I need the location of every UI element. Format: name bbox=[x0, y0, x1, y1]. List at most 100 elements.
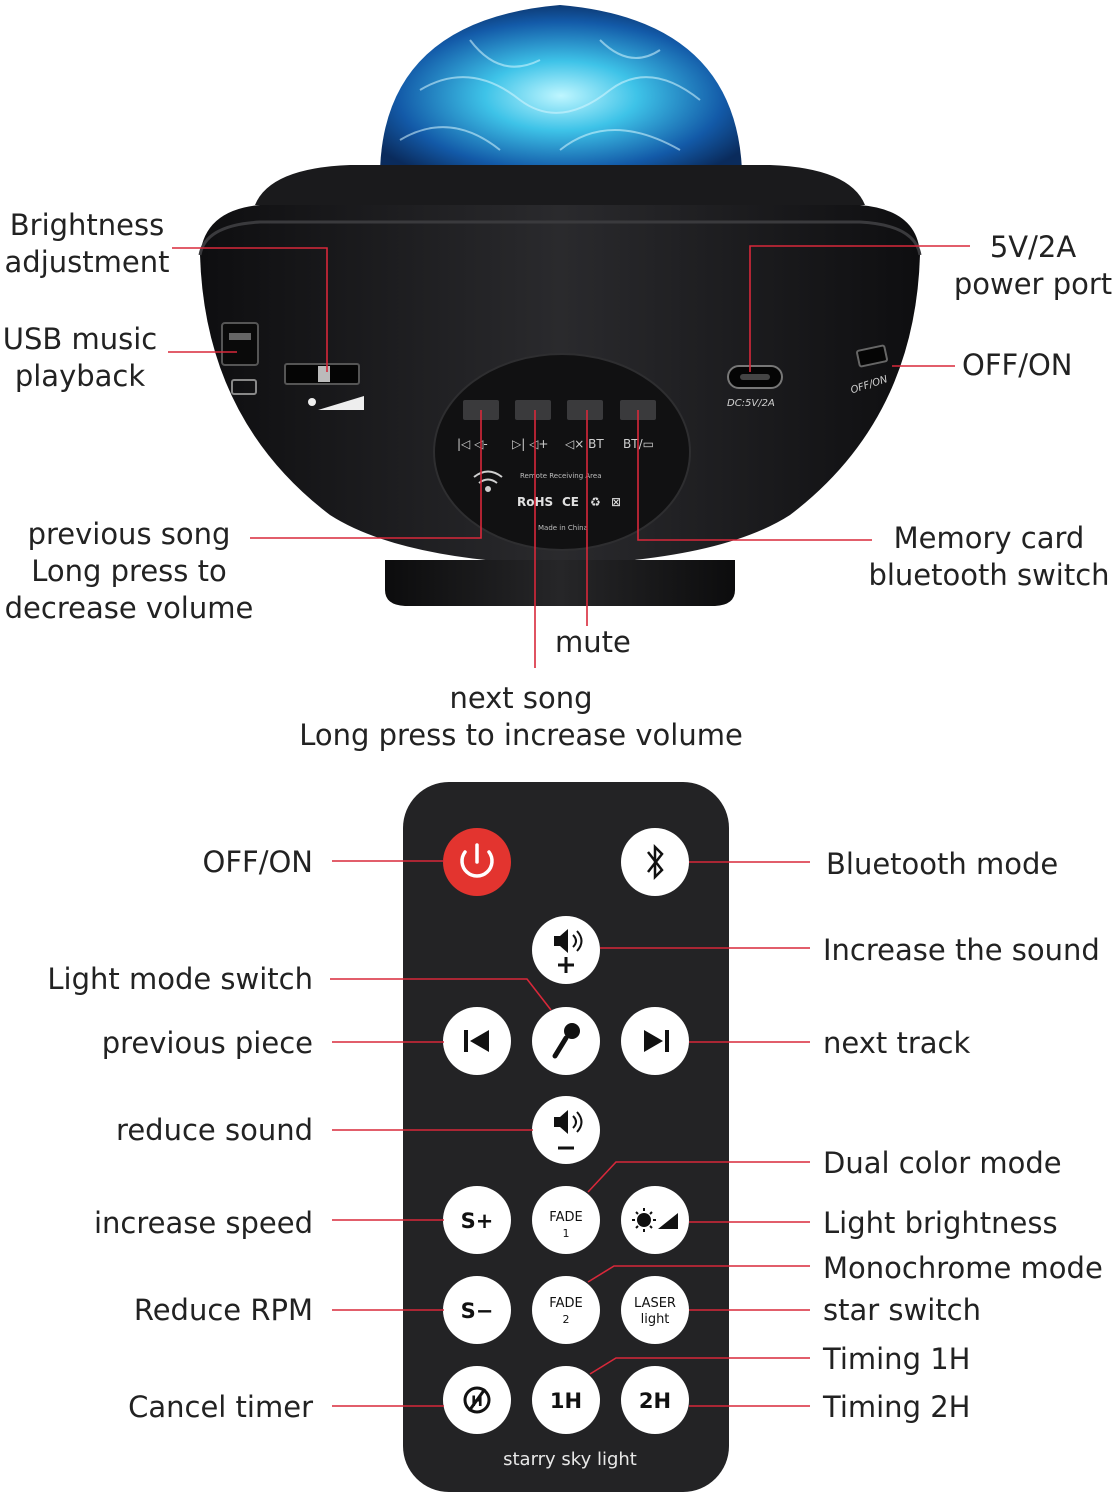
label-previous-piece: previous piece bbox=[101, 1026, 313, 1060]
label-light-mode-switch: Light mode switch bbox=[47, 962, 313, 996]
device-base bbox=[385, 560, 735, 606]
mute-button bbox=[567, 400, 603, 420]
label-power-port-line2: power port bbox=[953, 267, 1113, 301]
label-usb-line1: USB music bbox=[2, 322, 158, 356]
remote-bluetooth-button[interactable] bbox=[621, 828, 689, 896]
remote-fade1-button[interactable]: FADE 1 bbox=[532, 1186, 600, 1254]
remote-fade2-button[interactable]: FADE 2 bbox=[532, 1276, 600, 1344]
label-timing-2h: Timing 2H bbox=[823, 1390, 971, 1424]
next-button bbox=[515, 400, 551, 420]
label-reduce-sound: reduce sound bbox=[116, 1113, 313, 1147]
speed-down-label: S− bbox=[461, 1299, 494, 1323]
leader-light-mode bbox=[330, 978, 552, 1011]
leader-timing-1h bbox=[589, 1357, 810, 1375]
label-next-track: next track bbox=[823, 1026, 971, 1060]
speaker-icon bbox=[554, 929, 568, 953]
plus-icon bbox=[558, 957, 574, 973]
sun-icon bbox=[637, 1213, 651, 1227]
label-usb-line2: playback bbox=[14, 359, 146, 393]
sun-icon bbox=[308, 398, 316, 406]
label-cancel-timer: Cancel timer bbox=[128, 1390, 313, 1424]
ir-receiver-icon bbox=[473, 470, 503, 492]
remote-brightness-button[interactable] bbox=[621, 1186, 689, 1254]
brightness-ramp-icon bbox=[318, 396, 364, 410]
cancel-timer-icon bbox=[463, 1386, 491, 1414]
label-next-song-line2: Long press to increase volume bbox=[299, 718, 743, 752]
fade1-label-top: FADE bbox=[549, 1210, 582, 1225]
remote-power-button[interactable] bbox=[443, 828, 511, 896]
remote-light-mode-button[interactable] bbox=[532, 1007, 600, 1075]
usb-symbol-icon bbox=[231, 379, 257, 395]
usb-port bbox=[221, 322, 259, 395]
microphone-icon bbox=[564, 1023, 580, 1039]
label-previous-song-line3: decrease volume bbox=[4, 591, 254, 625]
label-brightness-line2: adjustment bbox=[4, 245, 170, 279]
dc-port-marking: DC:5V/2A bbox=[727, 398, 775, 409]
bluetooth-icon bbox=[647, 843, 664, 881]
remote-volume-up-button[interactable] bbox=[532, 916, 600, 984]
remote-leader-lines bbox=[330, 860, 810, 1407]
leader-monochrome bbox=[587, 1265, 810, 1283]
svg-text:H: H bbox=[471, 1394, 483, 1410]
remote-timer-1h-button[interactable]: 1H bbox=[532, 1366, 600, 1434]
label-next-song: next song Long press to increase volume bbox=[296, 680, 746, 754]
fade2-label-bottom: 2 bbox=[563, 1313, 570, 1326]
speaker-icon bbox=[554, 1110, 568, 1134]
remote-cancel-timer-button[interactable]: H bbox=[443, 1366, 511, 1434]
remote-next-button[interactable] bbox=[621, 1007, 689, 1075]
label-brightness-line1: Brightness bbox=[9, 208, 165, 242]
remote-laser-button[interactable]: LASER light bbox=[621, 1276, 689, 1344]
laser-label-bottom: light bbox=[641, 1312, 670, 1327]
prev-symbol-icon: |◁ ◁- bbox=[457, 437, 488, 451]
label-memory-card: Memory card bluetooth switch bbox=[866, 520, 1112, 594]
power-icon bbox=[460, 850, 494, 878]
ce-marking: CE bbox=[562, 495, 579, 509]
next-symbol-icon: ▷| ◁+ bbox=[512, 437, 548, 451]
label-memory-card-line1: Memory card bbox=[893, 521, 1085, 555]
label-device-off-on: OFF/ON bbox=[962, 348, 1073, 382]
remote-volume-down-button[interactable] bbox=[532, 1096, 600, 1164]
label-light-brightness: Light brightness bbox=[823, 1206, 1058, 1240]
remote-speed-up-button[interactable]: S+ bbox=[443, 1186, 511, 1254]
made-in-marking: Made in China bbox=[538, 524, 588, 532]
remote-footer-text: starry sky light bbox=[503, 1449, 637, 1470]
control-panel: |◁ ◁- ▷| ◁+ ◁× BT BT/▭ Remote Receiving … bbox=[433, 353, 691, 551]
remote-timer-2h-button[interactable]: 2H bbox=[621, 1366, 689, 1434]
fade1-label-bottom: 1 bbox=[563, 1227, 570, 1240]
projector-device: |◁ ◁- ▷| ◁+ ◁× BT BT/▭ Remote Receiving … bbox=[198, 5, 922, 606]
label-bluetooth-mode: Bluetooth mode bbox=[826, 847, 1059, 881]
leader-brightness bbox=[172, 247, 328, 372]
label-increase-speed: increase speed bbox=[93, 1206, 313, 1240]
remote-area-marking: Remote Receiving Area bbox=[520, 472, 602, 480]
label-next-song-line1: next song bbox=[449, 681, 593, 715]
label-monochrome-mode: Monochrome mode bbox=[823, 1251, 1103, 1285]
label-reduce-rpm: Reduce RPM bbox=[133, 1293, 313, 1327]
speed-up-label: S+ bbox=[461, 1209, 494, 1233]
label-remote-off-on: OFF/ON bbox=[202, 845, 313, 879]
label-usb-music-playback: USB music playback bbox=[0, 321, 160, 395]
leader-power-port bbox=[749, 245, 970, 372]
label-power-port-line1: 5V/2A bbox=[989, 230, 1077, 264]
dc-power-port: DC:5V/2A bbox=[727, 365, 783, 409]
remote-speed-down-button[interactable]: S− bbox=[443, 1276, 511, 1344]
remote-previous-button[interactable] bbox=[443, 1007, 511, 1075]
projector-dome bbox=[380, 5, 742, 170]
skip-back-icon bbox=[470, 1030, 489, 1052]
device-rim-edge bbox=[198, 220, 922, 256]
leader-memory-card bbox=[637, 410, 872, 541]
device-top-rim bbox=[255, 165, 865, 205]
dome-facets bbox=[399, 39, 701, 151]
weee-bin-icon: ⊠ bbox=[611, 495, 621, 509]
label-memory-card-line2: bluetooth switch bbox=[868, 558, 1110, 592]
brightness-ramp-icon bbox=[658, 1213, 678, 1229]
brightness-slider bbox=[284, 363, 364, 410]
label-increase-sound: Increase the sound bbox=[823, 933, 1100, 967]
label-previous-song-line2: Long press to bbox=[31, 554, 227, 588]
fade2-label-top: FADE bbox=[549, 1296, 582, 1311]
remote-control: S+ FADE 1 S− FADE bbox=[403, 782, 729, 1492]
label-star-switch: star switch bbox=[823, 1293, 981, 1327]
timer-2h-label: 2H bbox=[639, 1389, 671, 1413]
device-leader-lines bbox=[168, 245, 970, 668]
leader-previous-song bbox=[250, 410, 482, 539]
